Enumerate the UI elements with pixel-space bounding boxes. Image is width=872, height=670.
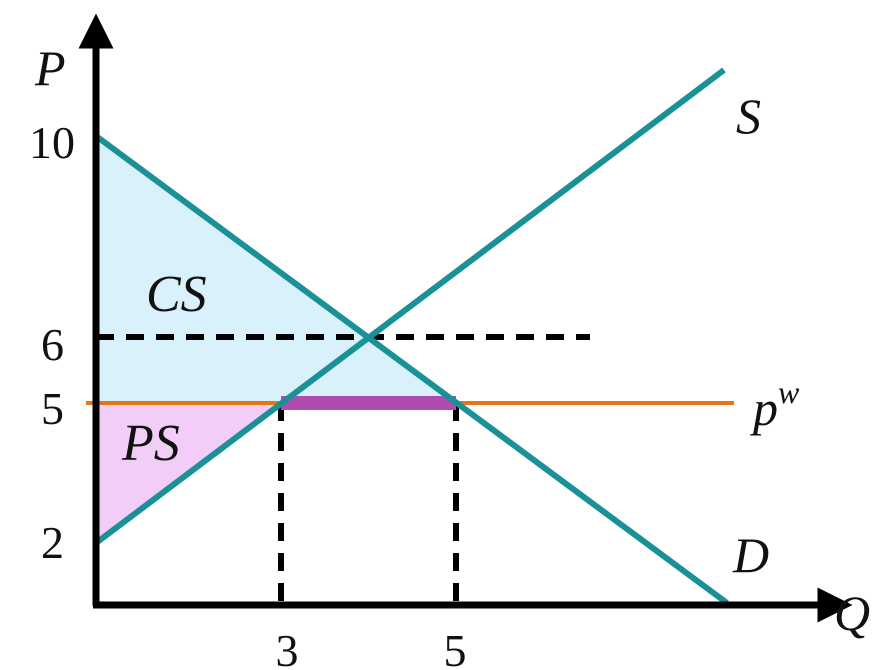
y-tick-10: 10 [29, 117, 75, 168]
world-price-label-main: p [750, 380, 778, 436]
y-axis-label: P [34, 40, 66, 96]
demand-label: D [732, 527, 769, 583]
y-tick-6: 6 [41, 319, 64, 370]
x-axis-label: Q [834, 585, 870, 641]
supply-curve [94, 67, 726, 546]
supply-label: S [736, 88, 761, 144]
consumer-surplus-label: CS [146, 266, 207, 323]
world-price-label-sup: w [778, 374, 800, 410]
world-price-label: pw [750, 374, 800, 436]
x-tick-3: 3 [276, 625, 299, 670]
producer-surplus-label: PS [121, 415, 180, 472]
x-tick-5: 5 [444, 625, 467, 670]
demand-curve [94, 133, 729, 606]
y-tick-2: 2 [41, 517, 64, 568]
y-tick-5: 5 [41, 383, 64, 434]
